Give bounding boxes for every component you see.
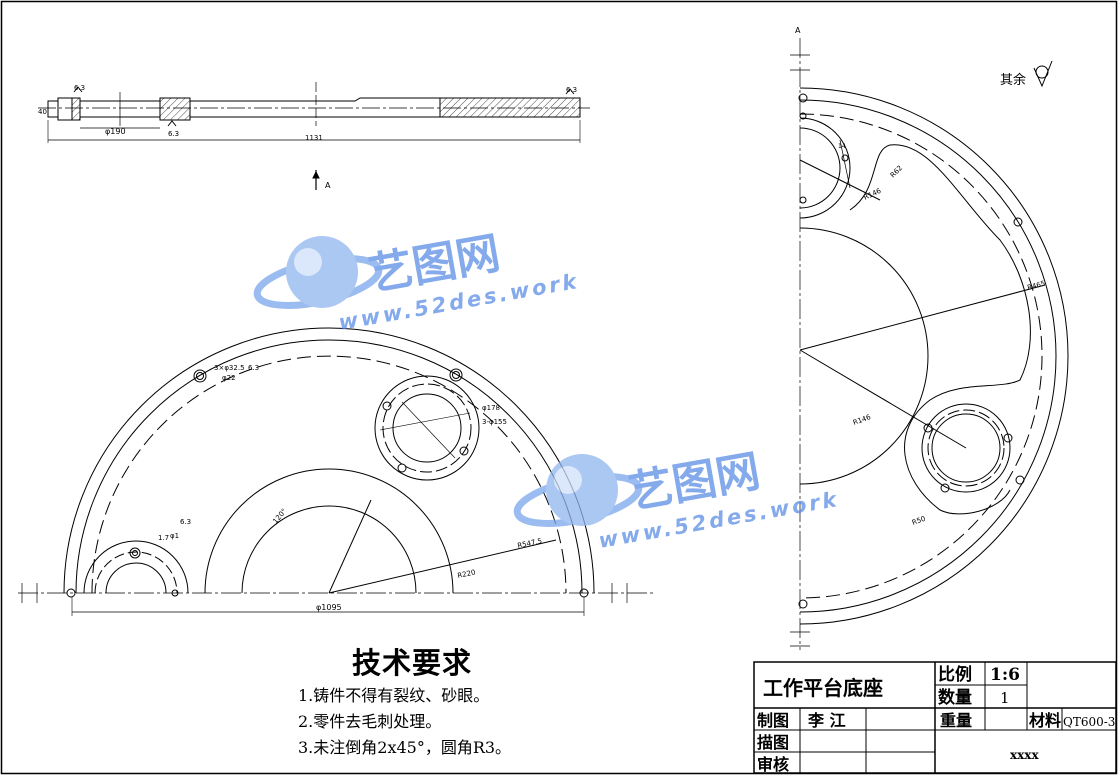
drawn-label: 制图 (757, 711, 789, 730)
section-rough-mid: 6.3 (168, 130, 179, 138)
front-dim-r220: R220 (457, 568, 476, 580)
drawing-no: xxxx (1010, 748, 1039, 762)
section-dim-bore: φ190 (105, 127, 126, 136)
front-hole-top-left-sub: φ22 (222, 374, 236, 382)
section-rough-left: 6.3 (74, 84, 85, 92)
scale-value: 1:6 (990, 665, 1020, 685)
side-dim-r146b: R146 (852, 413, 872, 427)
section-view (38, 82, 590, 190)
side-dim-r50: R50 (911, 515, 927, 527)
part-name: 工作平台底座 (763, 676, 883, 700)
material-label: 材料 (1029, 711, 1061, 730)
qty-value: 1 (1000, 689, 1010, 707)
weight-label: 重量 (940, 711, 972, 730)
globe-icon (253, 236, 383, 309)
front-hole-right-b: 3-φ155 (482, 418, 507, 426)
front-dim-angle: 120° (271, 507, 288, 525)
scale-label: 比例 (938, 664, 972, 685)
section-label-a: A (325, 181, 331, 190)
material-value: QT600-3 (1063, 715, 1115, 729)
section-dim-thickness: 40 (38, 108, 47, 116)
side-rough-other: 其余 (1000, 72, 1026, 88)
requirements-title: 技术要求 (352, 646, 473, 680)
front-hole-right-a: φ178 (482, 404, 500, 412)
front-dim-diameter: φ1095 (316, 603, 342, 612)
checked-label: 审核 (757, 755, 789, 774)
requirement-item: 3.未注倒角2x45°，圆角R3。 (298, 738, 512, 757)
watermark-2: 艺图网 www.52des.work (513, 446, 841, 553)
front-hole-bottom-left: 1.7 (158, 534, 169, 542)
requirement-item: 2.零件去毛刺处理。 (298, 712, 442, 731)
side-dim-small: 14 (838, 143, 846, 150)
title-block (753, 661, 1117, 774)
side-label-a: A (795, 26, 801, 35)
requirement-item: 1.铸件不得有裂纹、砂眼。 (298, 686, 490, 705)
side-dim-r465: R465 (1026, 279, 1046, 291)
drawn-by: 李 江 (807, 711, 846, 730)
front-hole-bottom-left-rough: 6.3 (180, 518, 191, 526)
section-dim-length: 1131 (305, 134, 323, 142)
side-view (790, 38, 1069, 650)
front-hole-bottom-left-b: φ1 (170, 532, 179, 540)
traced-label: 描图 (757, 733, 789, 752)
front-hole-top-left: 3×φ32.5 (214, 364, 245, 372)
front-hole-top-left-rough: 6.3 (248, 364, 259, 372)
watermark-1: 艺图网 www.52des.work (253, 228, 581, 335)
side-dim-r62: R62 (889, 164, 904, 179)
section-rough-right: 6.3 (566, 86, 577, 94)
qty-label: 数量 (938, 687, 972, 708)
globe-icon (513, 454, 643, 527)
front-dim-r547: R547.5 (517, 537, 543, 550)
